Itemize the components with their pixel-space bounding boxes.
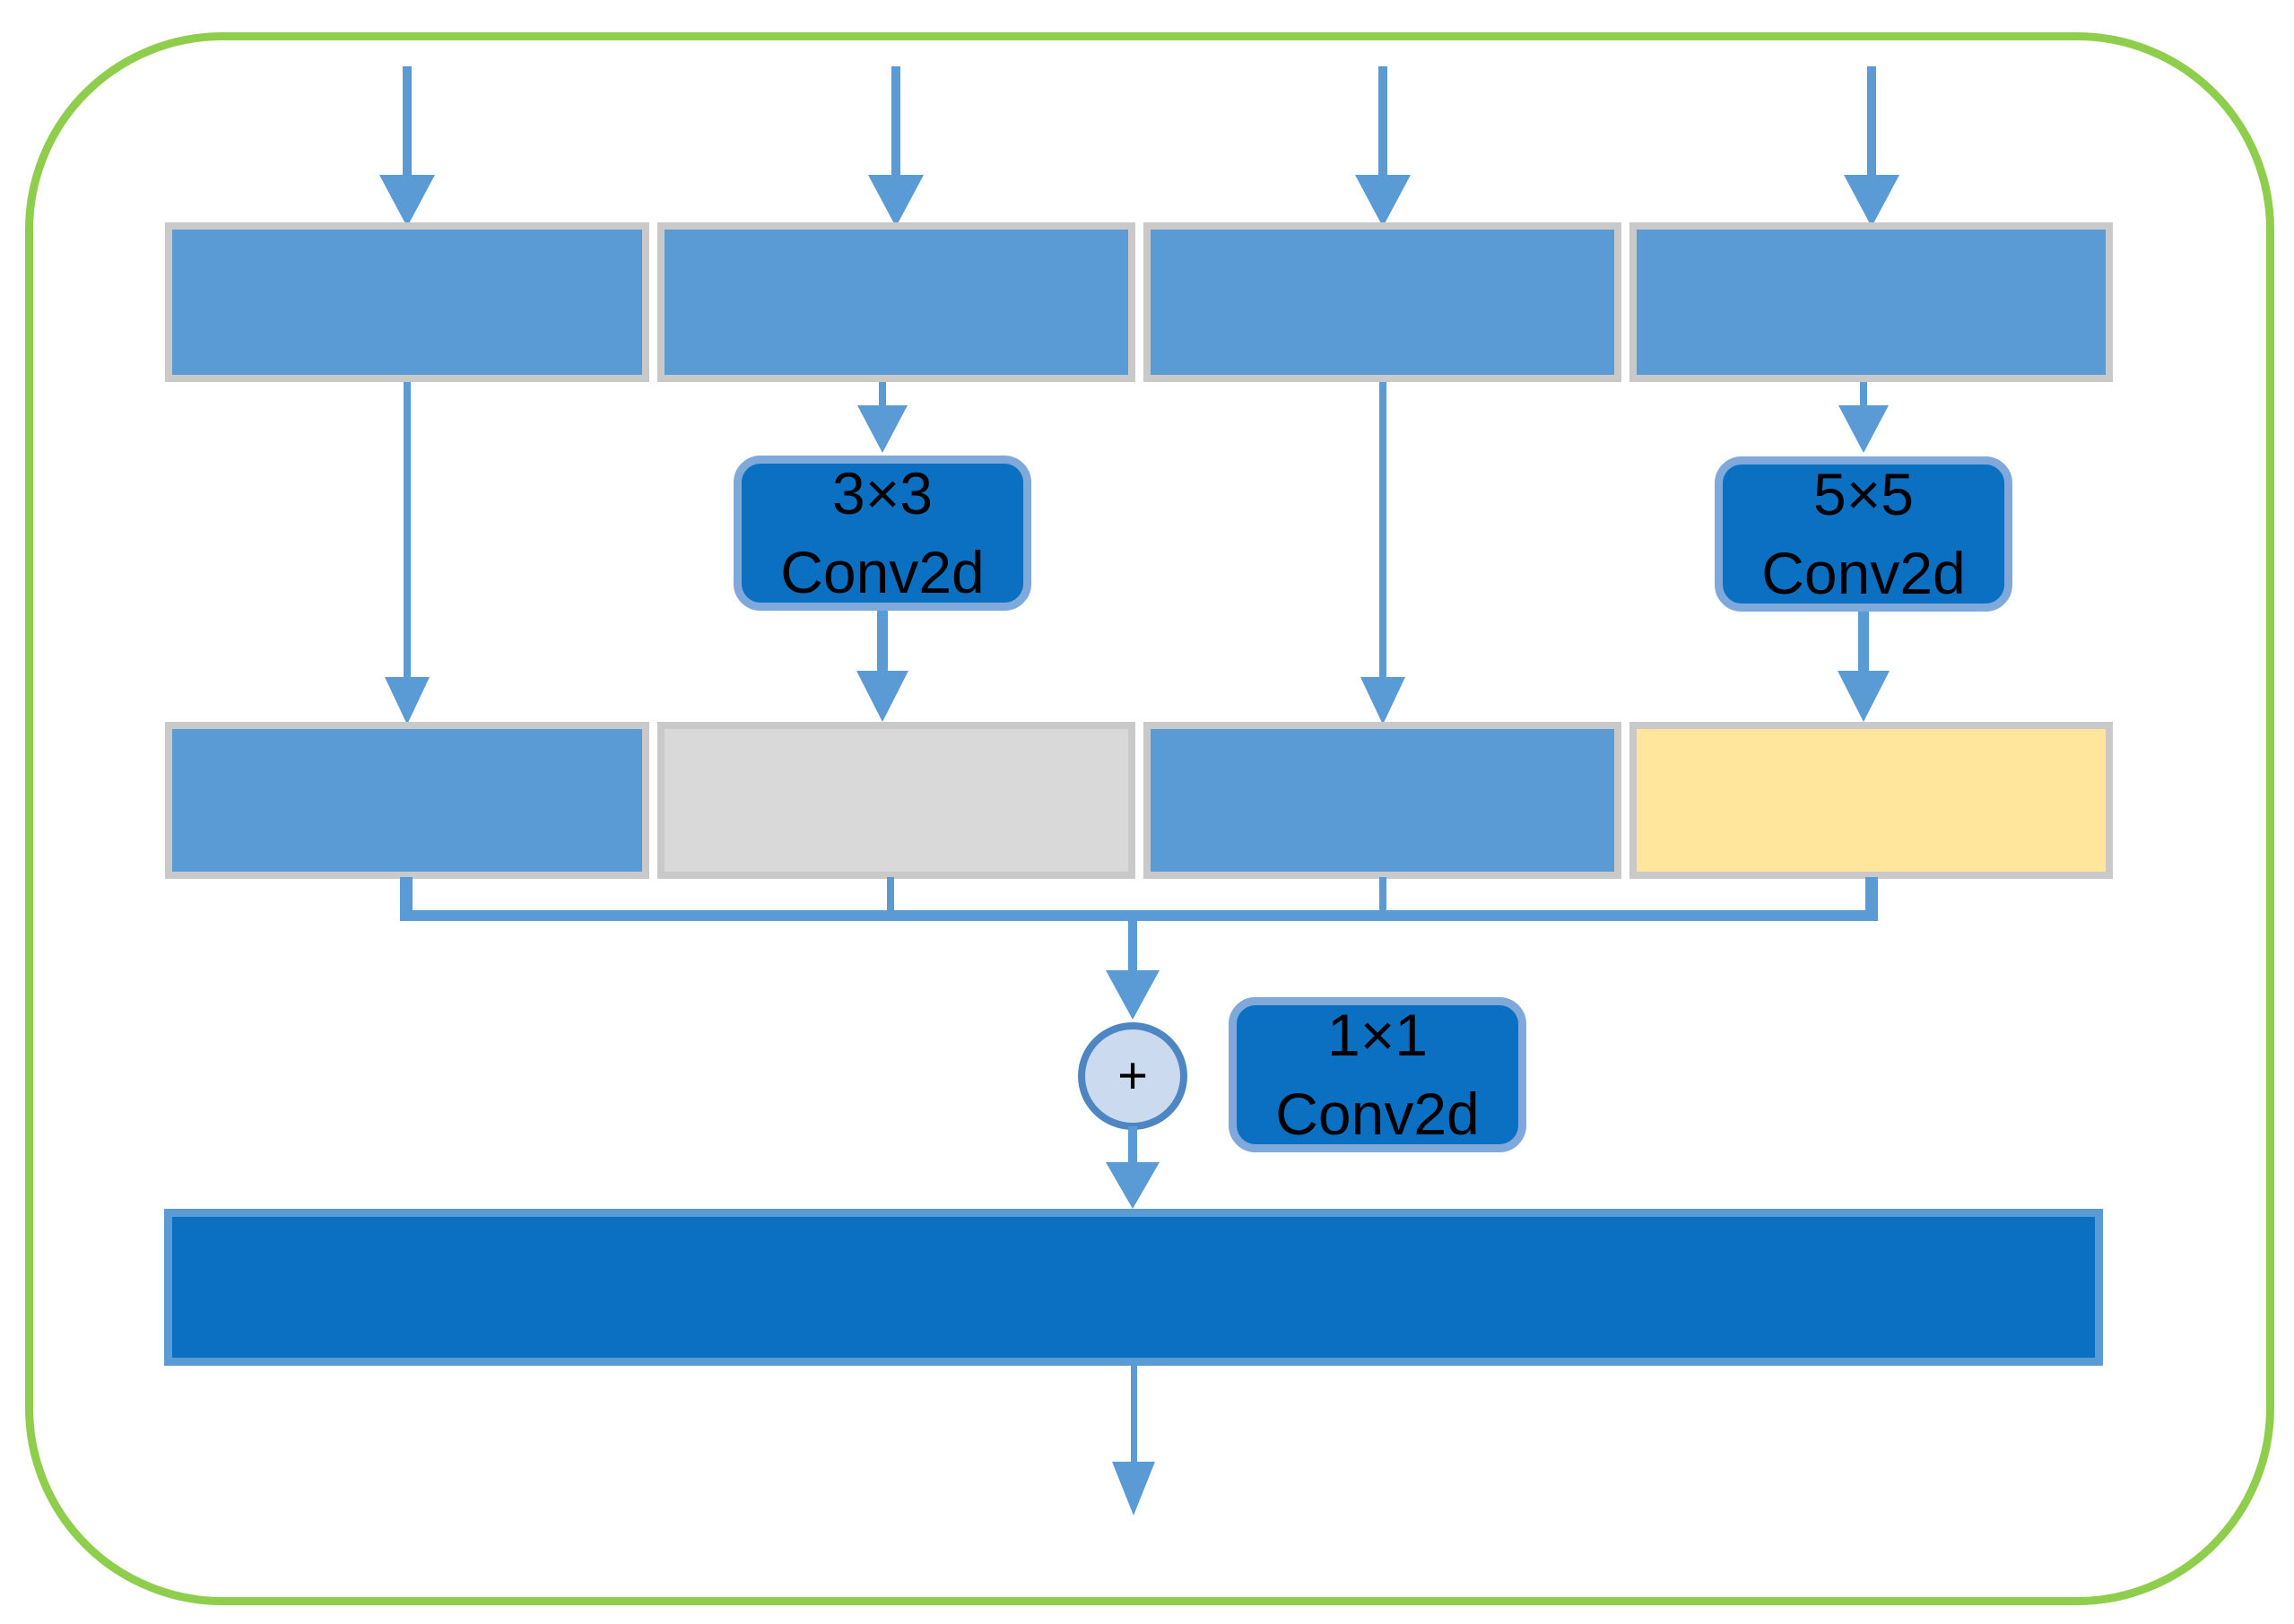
- branch1-top-feature-box: [165, 222, 649, 382]
- branch4-input-arrow-shaft: [1867, 66, 1876, 175]
- output-feature-bar: [164, 1209, 2103, 1366]
- final-output-arrow-head: [1112, 1462, 1155, 1515]
- branch4-top-feature-box: [1629, 222, 2113, 382]
- branch3-input-arrow-shaft: [1378, 66, 1387, 175]
- branch1-pass-arrow-shaft: [404, 382, 411, 677]
- branch2-merge-stub: [887, 877, 894, 916]
- conv3x3-out-arrow-shaft: [877, 611, 888, 671]
- conv3x3-in-arrow-head: [857, 405, 908, 453]
- conv5x5-op-label: Conv2d: [1761, 539, 1966, 606]
- branch3-pass-arrow-shaft: [1379, 382, 1386, 677]
- merge-connector-line: [400, 910, 1878, 921]
- conv5x5-out-arrow-head: [1838, 671, 1890, 722]
- sum-plus-label: +: [1117, 1046, 1148, 1105]
- diagram-frame: [25, 32, 2274, 1605]
- sum-out-arrow-shaft: [1128, 1126, 1137, 1162]
- final-output-arrow-shaft: [1131, 1366, 1137, 1462]
- sum-in-arrow-shaft: [1128, 921, 1137, 972]
- branch1-input-arrow-shaft: [403, 66, 412, 175]
- branch3-bottom-feature-box: [1143, 722, 1621, 879]
- conv5x5-in-arrow-head: [1838, 405, 1889, 453]
- branch3-pass-arrow-head: [1360, 677, 1405, 725]
- conv1x1-op-label: Conv2d: [1275, 1080, 1480, 1147]
- branch1-input-arrow-head: [379, 175, 435, 227]
- conv3x3-in-arrow-shaft: [879, 382, 886, 409]
- branch1-merge-stub: [400, 877, 413, 916]
- conv5x5-in-arrow-shaft: [1860, 382, 1867, 409]
- conv3x3-out-arrow-head: [856, 671, 908, 722]
- branch2-input-arrow-head: [868, 175, 924, 227]
- branch1-pass-arrow-head: [385, 677, 430, 725]
- conv5x5-out-arrow-shaft: [1858, 612, 1869, 671]
- branch1-bottom-feature-box: [165, 722, 649, 879]
- branch2-top-feature-box: [657, 222, 1135, 382]
- conv1x1-kernel-label: 1×1: [1327, 1002, 1428, 1069]
- sum-node: +: [1078, 1022, 1187, 1130]
- conv1x1-box: 1×1 Conv2d: [1229, 997, 1526, 1152]
- conv3x3-box: 3×3 Conv2d: [734, 456, 1031, 611]
- conv3x3-kernel-label: 3×3: [832, 460, 933, 527]
- branch4-merge-stub: [1865, 877, 1878, 916]
- branch4-input-arrow-head: [1844, 175, 1899, 227]
- branch2-bottom-feature-box: [657, 722, 1135, 879]
- sum-in-arrow-head: [1106, 970, 1160, 1020]
- conv3x3-op-label: Conv2d: [780, 538, 985, 605]
- branch4-bottom-feature-box: [1629, 722, 2113, 879]
- conv5x5-box: 5×5 Conv2d: [1715, 456, 2012, 612]
- branch3-top-feature-box: [1143, 222, 1621, 382]
- branch2-input-arrow-shaft: [891, 66, 900, 175]
- sum-out-arrow-head: [1106, 1162, 1160, 1209]
- branch3-merge-stub: [1379, 877, 1386, 916]
- conv5x5-kernel-label: 5×5: [1813, 461, 1914, 528]
- branch3-input-arrow-head: [1355, 175, 1411, 227]
